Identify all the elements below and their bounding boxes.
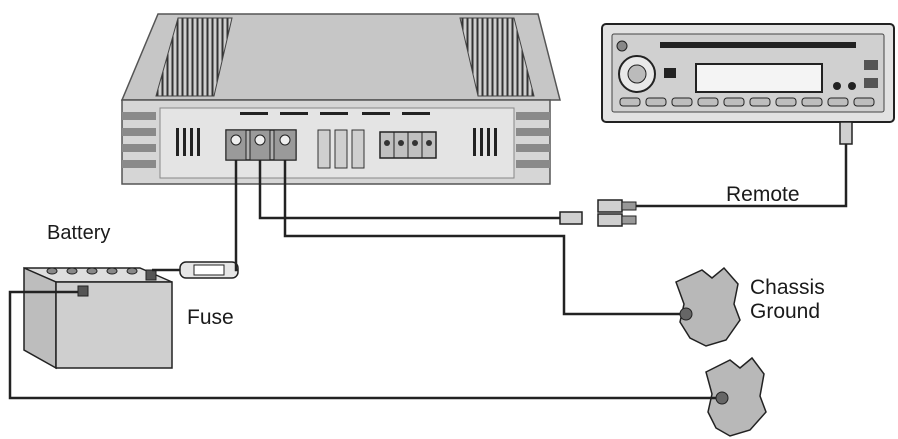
power-terminal-block xyxy=(225,129,297,161)
vent-slots-left xyxy=(176,128,200,156)
head-unit xyxy=(601,23,895,145)
battery xyxy=(23,266,173,370)
chassis-ground-label-line2: Ground xyxy=(750,300,821,324)
fuse-label: Fuse xyxy=(187,306,234,329)
remote-connector xyxy=(559,199,637,227)
power-wire xyxy=(234,160,238,272)
left-fins xyxy=(122,112,156,168)
battery-ground-wire xyxy=(8,290,716,400)
speaker-terminal-block xyxy=(379,131,437,159)
fuse-holders xyxy=(317,129,365,169)
remote-label: Remote xyxy=(726,183,800,206)
vent-slots-right xyxy=(473,128,497,156)
chassis-ground-label-line1: Chassis xyxy=(750,276,825,299)
chassis-ground-plate-2 xyxy=(705,356,767,437)
remote-lead xyxy=(636,144,848,208)
chassis-ground-plate-1 xyxy=(675,266,741,347)
battery-label: Battery xyxy=(47,222,111,244)
right-fins xyxy=(516,112,550,168)
remote-wire xyxy=(258,160,560,220)
fuse xyxy=(179,261,239,279)
chassis-ground-label: Chassis Ground xyxy=(750,276,825,324)
amplifier xyxy=(120,13,561,185)
wires xyxy=(8,144,848,400)
amp-ground-wire xyxy=(283,160,680,316)
